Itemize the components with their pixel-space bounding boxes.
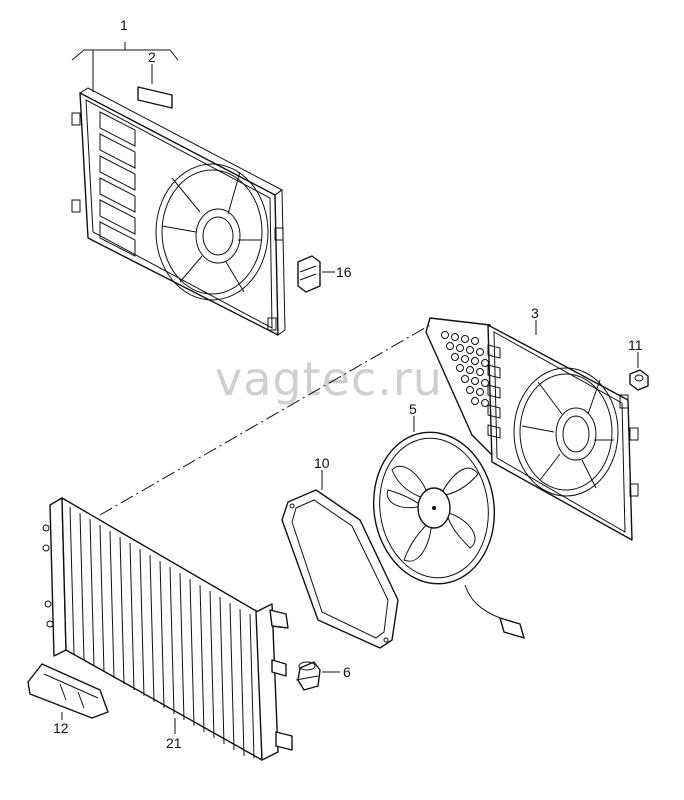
- radiator-part-21[interactable]: [42, 497, 293, 761]
- callout-16: 16: [336, 264, 352, 280]
- callout-1: 1: [120, 17, 128, 33]
- callout-5: 5: [409, 401, 417, 417]
- watermark-text: vagtec.ru: [215, 352, 443, 406]
- callout-6: 6: [343, 664, 351, 680]
- gasket-part-10[interactable]: [281, 470, 399, 649]
- callout-10: 10: [314, 455, 330, 471]
- callout-11: 11: [628, 337, 643, 353]
- sensor-part-6[interactable]: [295, 661, 340, 691]
- callout-12: 12: [53, 720, 69, 736]
- fan-shroud-part-3[interactable]: [425, 317, 639, 541]
- fan-motor-part-5[interactable]: [364, 416, 525, 639]
- callout-3: 3: [531, 305, 539, 321]
- label-part-2[interactable]: [137, 64, 173, 109]
- air-guide-part-12[interactable]: [27, 663, 109, 720]
- clip-part-16[interactable]: [297, 255, 335, 293]
- group-bracket: [71, 49, 179, 61]
- fan-shroud-part-1[interactable]: [71, 87, 286, 336]
- callout-2: 2: [148, 49, 156, 65]
- callout-21: 21: [166, 735, 182, 751]
- nut-part-11[interactable]: [629, 352, 649, 391]
- alignment-line: [99, 324, 431, 516]
